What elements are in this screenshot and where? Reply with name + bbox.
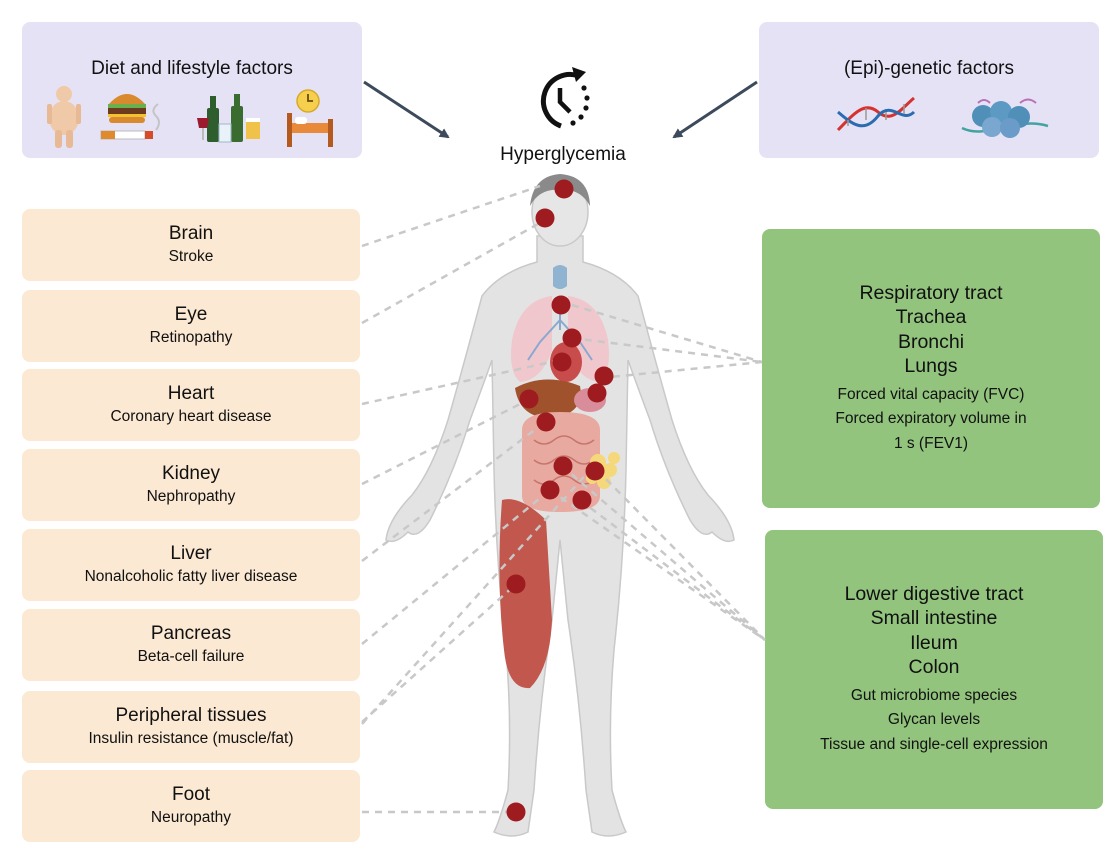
respiratory-heading: Lungs — [904, 355, 958, 378]
organ-disease: Neuropathy — [150, 809, 232, 826]
organ-box-liver: Liver Nonalcoholic fatty liver disease — [22, 529, 360, 601]
organ-name: Kidney — [161, 463, 221, 484]
digestive-measure: Tissue and single-cell expression — [820, 735, 1048, 753]
epigenetic-box: (Epi)-genetic factors — [759, 22, 1099, 158]
respiratory-measure: Forced vital capacity (FVC) — [837, 385, 1025, 403]
epigenetic-label: (Epi)-genetic factors — [843, 58, 1014, 79]
genetic-arrow — [672, 80, 758, 139]
marker-bronchi — [562, 328, 582, 348]
organ-box-pancreas: Pancreas Beta-cell failure — [22, 609, 360, 681]
marker-foot — [506, 802, 526, 822]
organ-box-peripheral: Peripheral tissues Insulin resistance (m… — [22, 691, 360, 763]
organ-box-foot: Foot Neuropathy — [22, 770, 360, 842]
organ-box-eye: Eye Retinopathy — [22, 290, 360, 362]
respiratory-heading: Respiratory tract — [859, 281, 1003, 304]
hyperglycemia-label: Hyperglycemia — [500, 144, 626, 165]
organ-disease: Nonalcoholic fatty liver disease — [84, 568, 298, 585]
diet-arrow — [363, 80, 450, 139]
organ-disease: Beta-cell failure — [137, 648, 245, 665]
left-connectors — [361, 184, 591, 814]
thigh-muscle-organ — [499, 499, 552, 689]
burger-icon — [108, 94, 146, 123]
digestive-box: Lower digestive tract Small intestine Il… — [765, 530, 1103, 809]
alcohol-bottles-icon — [197, 94, 260, 143]
digestive-measure: Gut microbiome species — [850, 686, 1018, 704]
organ-disease: Retinopathy — [149, 329, 233, 346]
organ-disease: Stroke — [168, 248, 214, 265]
bed-clock-icon — [287, 89, 333, 147]
digestive-heading: Small intestine — [870, 607, 998, 630]
obese-person-icon — [47, 86, 81, 148]
marker-kidney — [536, 412, 556, 432]
organ-name: Heart — [167, 383, 215, 404]
thyroid-organ — [553, 265, 567, 289]
nucleosome-icon — [961, 98, 1049, 138]
digestive-measure: Glycan levels — [887, 711, 981, 729]
organ-name: Liver — [170, 543, 212, 564]
organ-disease: Coronary heart disease — [110, 408, 272, 425]
digestive-heading: Lower digestive tract — [844, 582, 1024, 605]
digestive-heading: Ileum — [910, 631, 958, 654]
organ-name: Pancreas — [150, 623, 232, 644]
organ-name: Brain — [168, 223, 214, 244]
liver-organ — [515, 379, 581, 419]
human-body — [385, 235, 735, 837]
marker-liver — [519, 389, 539, 409]
marker-pancreas — [540, 480, 560, 500]
marker-small-intestine — [553, 456, 573, 476]
organ-name: Peripheral tissues — [115, 705, 267, 726]
marker-muscle — [506, 574, 526, 594]
marker-stomach — [587, 383, 607, 403]
marker-trachea — [551, 295, 571, 315]
organ-name: Foot — [171, 784, 211, 805]
organ-box-brain: Brain Stroke — [22, 209, 360, 281]
marker-lung — [594, 366, 614, 386]
organ-disease: Insulin resistance (muscle/fat) — [88, 730, 294, 747]
cigarette-icon — [100, 103, 160, 140]
dna-helix-icon — [836, 96, 916, 132]
organ-box-kidney: Kidney Nephropathy — [22, 449, 360, 521]
respiratory-heading: Bronchi — [897, 330, 965, 353]
respiratory-heading: Trachea — [895, 306, 967, 329]
respiratory-measure: Forced expiratory volume in — [835, 410, 1027, 428]
respiratory-measure: 1 s (FEV1) — [893, 434, 969, 452]
organ-disease: Nephropathy — [146, 488, 236, 505]
markers — [506, 179, 614, 822]
marker-brain — [554, 179, 574, 199]
right-connectors — [549, 303, 766, 642]
marker-heart — [552, 352, 572, 372]
organ-box-heart: Heart Coronary heart disease — [22, 369, 360, 441]
marker-fat — [585, 461, 605, 481]
marker-eye — [535, 208, 555, 228]
diet-lifestyle-label: Diet and lifestyle factors — [91, 58, 293, 79]
organ-name: Eye — [174, 304, 208, 325]
clock-icon — [540, 67, 590, 129]
digestive-heading: Colon — [908, 656, 960, 679]
respiratory-box: Respiratory tract Trachea Bronchi Lungs … — [762, 229, 1100, 508]
marker-colon — [572, 490, 592, 510]
